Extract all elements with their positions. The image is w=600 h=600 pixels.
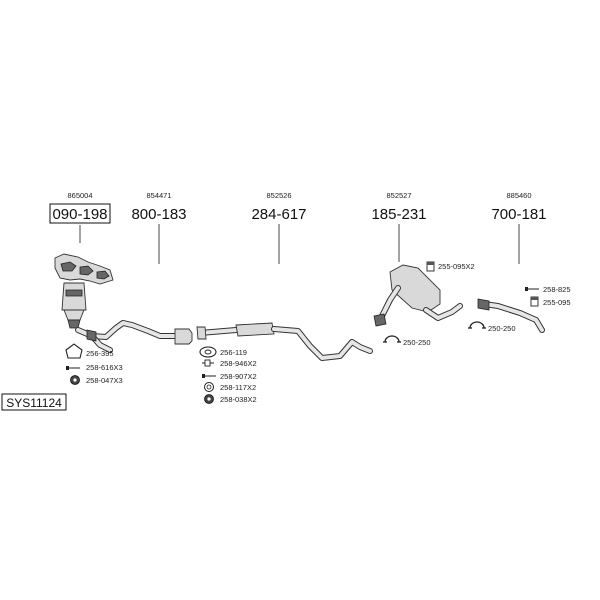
clamp-icon [383,335,401,343]
accessory-258-117X2[interactable]: 258-117X2 [220,383,256,392]
ref-number-865004: 865004 [67,191,92,200]
washer-icon [204,382,214,392]
ref-number-854471: 854471 [146,191,171,200]
accessory-250-250-rear-silencer[interactable]: 250-250 [403,338,431,347]
center-silencer-pipe[interactable] [196,322,373,361]
rubber-mount-icon [530,296,539,307]
nut-icon [70,375,80,385]
bolt-icon [525,287,539,291]
exhaust-manifold-catalyst[interactable] [54,253,114,329]
accessory-256-395[interactable]: 256-395 [86,349,114,358]
accessory-258-907X2[interactable]: 258-907X2 [220,372,257,381]
accessory-258-616X3[interactable]: 258-616X3 [86,363,123,372]
tail-pipe[interactable] [477,298,545,333]
part-number-700-181[interactable]: 700-181 [491,206,546,223]
accessory-258-038X2[interactable]: 258-038X2 [220,395,257,404]
front-pipe[interactable] [75,320,193,353]
accessory-258-946X2[interactable]: 258-946X2 [220,359,257,368]
ref-number-885460: 885460 [506,191,531,200]
clamp-icon [468,321,486,329]
highlight-box-090-198 [49,203,111,224]
accessory-255-095X2[interactable]: 255-095X2 [438,262,475,271]
spring-bolt-icon [202,359,214,367]
rear-silencer[interactable] [373,264,463,327]
accessory-255-095[interactable]: 255-095 [543,298,571,307]
part-number-800-183[interactable]: 800-183 [131,206,186,223]
ref-number-852527: 852527 [386,191,411,200]
diagram-code-box [1,393,67,411]
part-number-185-231[interactable]: 185-231 [371,206,426,223]
bolt-icon [66,366,80,370]
accessory-256-119[interactable]: 256-119 [220,348,247,357]
gasket-ring-icon [199,346,217,358]
gasket-icon [65,343,83,359]
accessory-250-250-tail-pipe[interactable]: 250-250 [488,324,516,333]
accessory-258-047X3[interactable]: 258-047X3 [86,376,123,385]
bolt-icon [202,374,216,378]
rubber-mount-icon [426,261,435,272]
nut-icon [204,394,214,404]
diagram-code: SYS11124 [6,396,62,410]
accessory-258-825[interactable]: 258-825 [543,285,571,294]
part-number-090-198[interactable]: 090-198 [52,206,107,223]
ref-number-852526: 852526 [266,191,291,200]
part-number-284-617[interactable]: 284-617 [251,206,306,223]
